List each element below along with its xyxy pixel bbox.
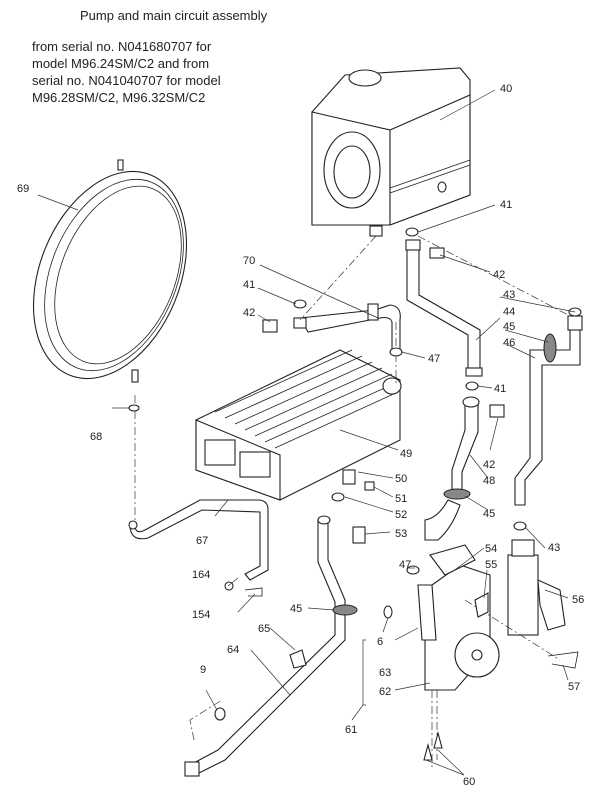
callout-41: 41 xyxy=(494,383,506,395)
callout-45: 45 xyxy=(483,508,495,520)
callout-43: 43 xyxy=(503,289,515,301)
note-line: from serial no. N041680707 for xyxy=(32,39,212,54)
part-52-o-ring xyxy=(331,492,345,502)
part-47-o-ring xyxy=(389,347,403,357)
callout-61: 61 xyxy=(345,724,357,736)
part-62-pump xyxy=(417,544,500,691)
part-42-clip xyxy=(429,247,445,259)
part-70-pipe xyxy=(293,303,401,351)
part-68-washer xyxy=(128,404,140,412)
callout-67: 67 xyxy=(196,535,208,547)
callout-41: 41 xyxy=(243,279,255,291)
callout-51: 51 xyxy=(395,493,407,505)
callout-40: 40 xyxy=(500,83,512,95)
callout-47: 47 xyxy=(399,559,411,571)
part-41-o-ring xyxy=(293,299,307,309)
part-41-o-ring xyxy=(465,381,479,391)
callout-41: 41 xyxy=(500,199,512,211)
part-40-housing xyxy=(311,67,471,237)
callout-62: 62 xyxy=(379,686,391,698)
callout-63: 63 xyxy=(379,667,391,679)
part-9-o-ring xyxy=(214,707,226,721)
callout-154: 154 xyxy=(192,609,210,621)
part-55-clip xyxy=(474,592,489,618)
part-51-plug xyxy=(364,481,375,491)
callout-42: 42 xyxy=(243,307,255,319)
callout-55: 55 xyxy=(485,559,497,571)
part-64-pipe xyxy=(184,515,358,777)
callout-42: 42 xyxy=(483,459,495,471)
part-46-pipe xyxy=(514,315,583,506)
callout-48: 48 xyxy=(483,475,495,487)
part-41-o-ring xyxy=(405,227,419,237)
part-44-pipe xyxy=(405,239,483,377)
note-line: model M96.24SM/C2 and from xyxy=(32,56,210,71)
callout-54: 54 xyxy=(485,543,497,555)
callout-56: 56 xyxy=(572,594,584,606)
part-67-pipe xyxy=(128,499,269,581)
callout-60: 60 xyxy=(463,776,475,788)
part-56-valve xyxy=(507,539,566,636)
serial-applicability-note: from serial no. N041680707 for model M96… xyxy=(32,38,242,106)
part-42-clip xyxy=(489,404,505,418)
diagram-title: Pump and main circuit assembly xyxy=(80,8,268,23)
assembly-line xyxy=(189,699,223,741)
callout-6: 6 xyxy=(377,636,383,648)
leader-lines xyxy=(37,89,576,776)
callout-9: 9 xyxy=(200,664,206,676)
part-49-heat-exchanger xyxy=(195,349,402,501)
callout-50: 50 xyxy=(395,473,407,485)
callout-53: 53 xyxy=(395,528,407,540)
callout-52: 52 xyxy=(395,509,407,521)
part-53-clip xyxy=(352,526,366,544)
callout-64: 64 xyxy=(227,644,239,656)
callout-49: 49 xyxy=(400,448,412,460)
part-48-pipe xyxy=(424,396,480,541)
note-line: serial no. N041040707 for model xyxy=(32,73,221,88)
callout-164: 164 xyxy=(192,569,210,581)
callout-42: 42 xyxy=(493,269,505,281)
callout-69: 69 xyxy=(17,183,29,195)
part-43-clip xyxy=(513,521,527,531)
callout-44: 44 xyxy=(503,306,515,318)
callout-45: 45 xyxy=(503,321,515,333)
callout-47: 47 xyxy=(428,353,440,365)
part-42-clip xyxy=(262,319,278,333)
part-50-bracket xyxy=(342,469,356,485)
part-60-screw xyxy=(423,742,433,761)
part-60-screw xyxy=(433,730,443,749)
callout-45: 45 xyxy=(290,603,302,615)
callout-46: 46 xyxy=(503,337,515,349)
assembly-line xyxy=(299,235,377,321)
part-154-clip xyxy=(244,587,263,597)
part-69-expansion-vessel xyxy=(32,159,188,383)
note-line: M96.28SM/C2, M96.32SM/C2 xyxy=(32,90,206,105)
callout-68: 68 xyxy=(90,431,102,443)
callout-70: 70 xyxy=(243,255,255,267)
part-6-o-ring xyxy=(383,605,393,619)
callout-43: 43 xyxy=(548,542,560,554)
part-65-clip xyxy=(289,649,307,669)
callout-65: 65 xyxy=(258,623,270,635)
callout-57: 57 xyxy=(568,681,580,693)
